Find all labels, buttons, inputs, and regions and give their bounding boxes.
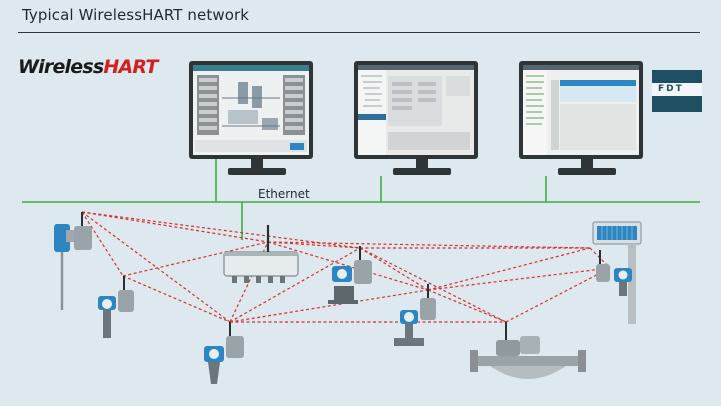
page-title: Typical WirelessHART network	[22, 6, 250, 24]
pressure-transmitter-left	[98, 276, 134, 338]
pressure-transmitter-pipe	[394, 284, 436, 346]
differential-pressure-transmitter	[328, 246, 372, 304]
fdt-logo: FDT	[652, 70, 702, 112]
wirelesshart-gateway	[223, 225, 299, 283]
radar-transmitter-bottom	[204, 322, 244, 384]
flowmeter	[470, 322, 586, 379]
solar-power-adapter	[592, 221, 642, 324]
wirelesshart-logo: WirelessHART	[18, 56, 158, 78]
monitor-configuration-tool	[354, 61, 478, 175]
logo-wireless-text: Wireless	[18, 56, 104, 78]
title-divider	[18, 32, 700, 33]
level-transmitter	[54, 212, 92, 310]
logo-hart-text: HART	[103, 56, 158, 78]
ethernet-label: Ethernet	[258, 187, 310, 201]
fdt-logo-text: FDT	[658, 84, 684, 94]
monitor-asset-management	[519, 61, 643, 175]
monitor-process-visualization	[189, 61, 313, 175]
